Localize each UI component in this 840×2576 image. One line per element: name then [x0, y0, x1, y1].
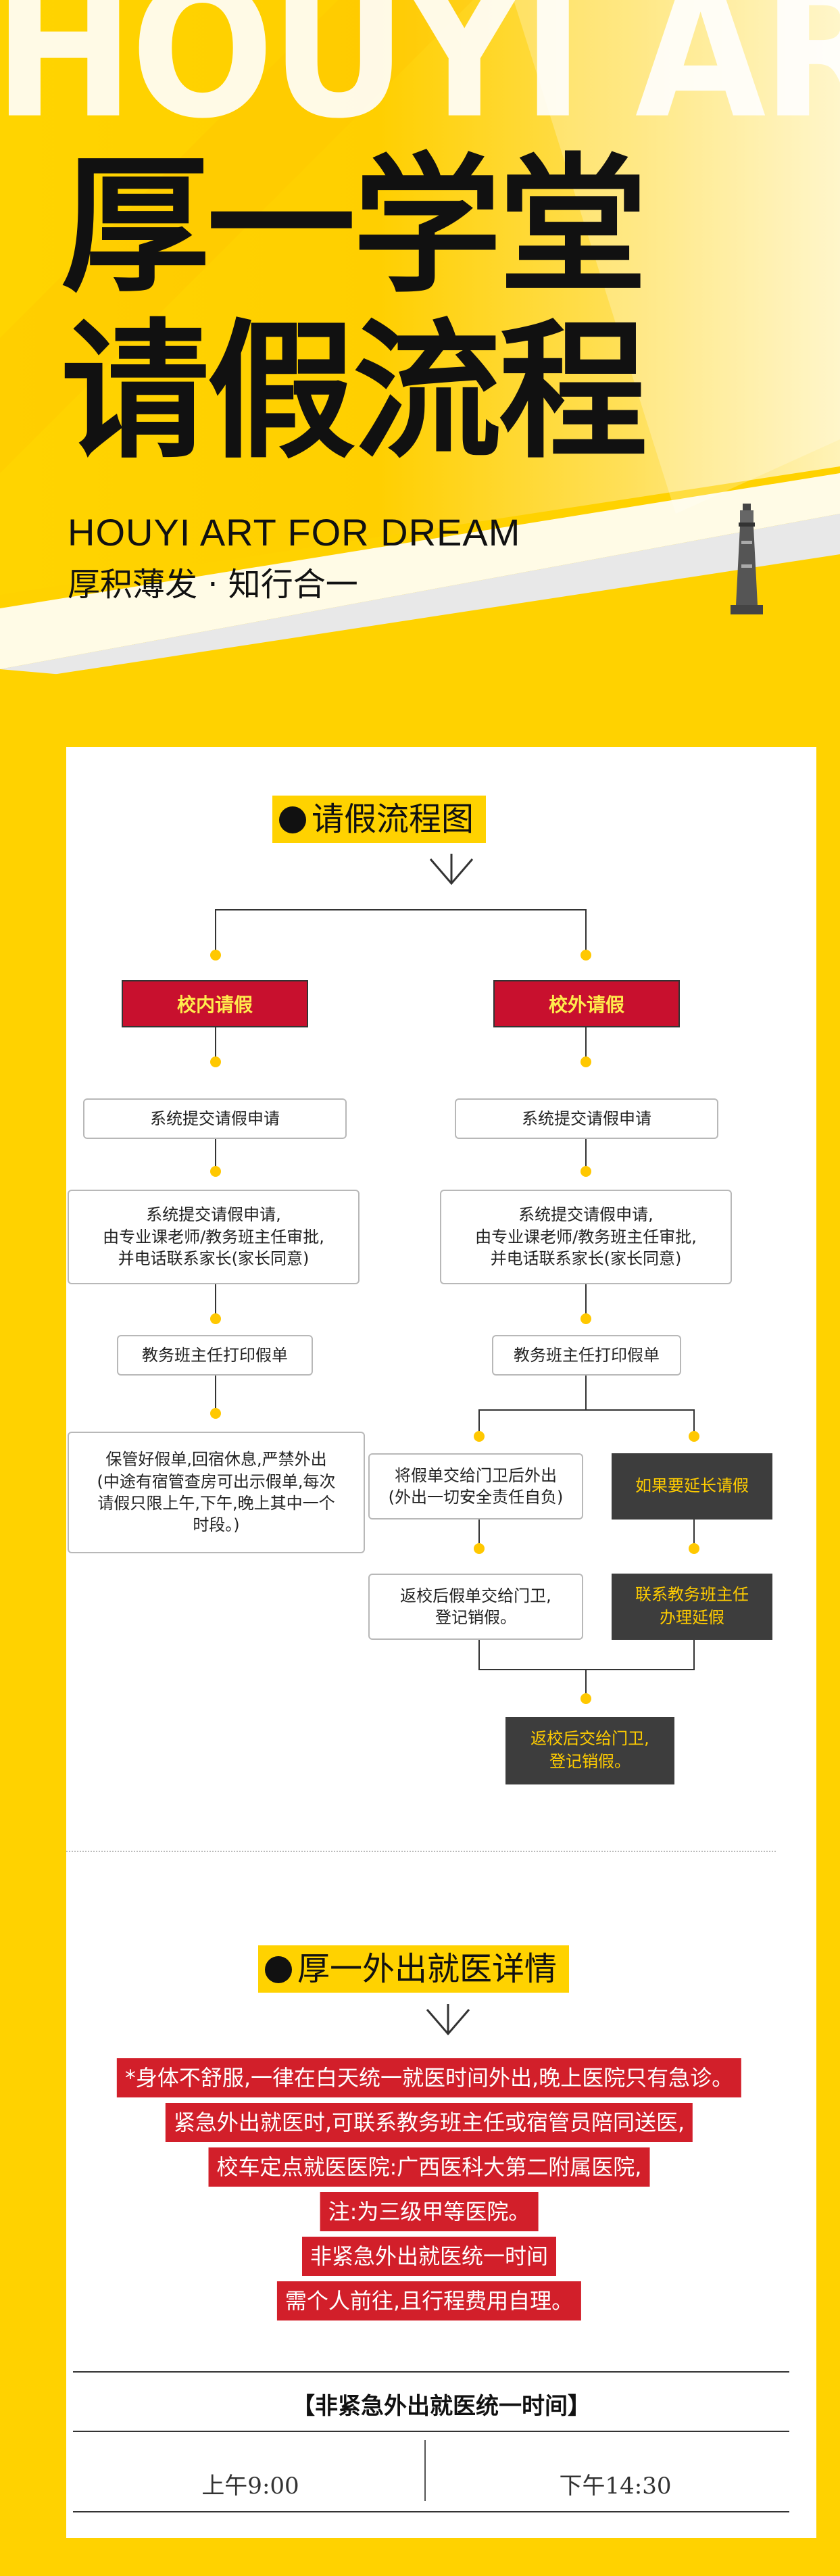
connector [693, 1409, 695, 1436]
connector [215, 909, 587, 910]
section-divider [66, 1851, 776, 1852]
schedule-morning: 上午9:00 [201, 2473, 299, 2500]
schedule-title: 【非紧急外出就医统一时间】 [292, 2393, 591, 2420]
flow-heading-text: 请假流程图 [312, 800, 474, 838]
left-step-approval: 系统提交请假申请, 由专业课老师/教务班主任审批, 并电话联系家长(家长同意) [68, 1190, 360, 1284]
flow-left-title: 校内请假 [122, 980, 308, 1027]
flow-dot [210, 950, 221, 961]
connector [215, 1027, 216, 1065]
chevron-down-icon [426, 2004, 470, 2036]
bullet-dot-icon [279, 806, 306, 833]
connector [478, 1520, 480, 1550]
hero-watermark: HOUYI ART [0, 0, 840, 160]
page-title-line1: 厚一学堂 [61, 140, 647, 313]
table-divider [424, 2440, 426, 2501]
page-title-line2: 请假流程 [61, 306, 647, 479]
right-step-contact: 联系教务班主任 办理延假 [612, 1574, 772, 1640]
connector [478, 1409, 480, 1436]
medical-line: 非紧急外出就医统一时间 [301, 2237, 557, 2276]
lighthouse-icon [731, 504, 763, 614]
flow-dot [210, 1408, 221, 1419]
hero-background-shapes [0, 0, 840, 744]
connector [693, 1520, 695, 1550]
medical-heading-text: 厚一外出就医详情 [297, 1950, 558, 1988]
content-card: 请假流程图 校内请假 校外请假 系统提交请假申请 系统提交请假申请 系统提交请假… [66, 747, 816, 2538]
final-step: 返校后交给门卫, 登记销假。 [505, 1717, 674, 1784]
connector [215, 1376, 216, 1416]
medical-line: *身体不舒服,一律在白天统一就医时间外出,晚上医院只有急诊。 [116, 2058, 742, 2097]
bullet-dot-icon [265, 1956, 292, 1983]
flow-dot [580, 1056, 591, 1067]
right-step-return: 返校后假单交给门卫, 登记销假。 [368, 1574, 583, 1640]
connector [478, 1409, 695, 1411]
flow-dot [474, 1543, 485, 1554]
right-step-approval: 系统提交请假申请, 由专业课老师/教务班主任审批, 并电话联系家长(家长同意) [440, 1190, 732, 1284]
connector [478, 1669, 695, 1670]
flow-dot [580, 1693, 591, 1704]
left-step-print: 教务班主任打印假单 [117, 1335, 313, 1376]
connector [585, 1284, 587, 1321]
table-rule [73, 2371, 789, 2373]
left-step-submit: 系统提交请假申请 [83, 1098, 347, 1139]
right-step-print: 教务班主任打印假单 [492, 1335, 681, 1376]
flow-dot [580, 1313, 591, 1324]
medical-line: 校车定点就医医院:广西医科大第二附属医院, [208, 2147, 650, 2187]
connector [585, 909, 587, 955]
medical-line: 需个人前往,且行程费用自理。 [276, 2281, 582, 2320]
flow-dot [689, 1543, 699, 1554]
left-step-rest: 保管好假单,回宿休息,严禁外出 (中途有宿管查房可出示假单,每次 请假只限上午,… [68, 1432, 365, 1553]
connector [478, 1640, 480, 1670]
connector [585, 1376, 587, 1409]
connector [215, 1139, 216, 1173]
connector [693, 1640, 695, 1670]
flow-dot [210, 1313, 221, 1324]
connector [585, 1139, 587, 1173]
schedule-afternoon: 下午14:30 [559, 2473, 672, 2500]
chevron-down-icon [429, 854, 474, 885]
flow-right-title: 校外请假 [493, 980, 680, 1027]
table-rule [73, 2431, 789, 2432]
flow-dot [210, 1166, 221, 1177]
flow-dot [580, 1166, 591, 1177]
subtitle-english: HOUYI ART FOR DREAM [68, 511, 521, 554]
hero-banner: HOUYI ART 厚一学堂 请假流程 HOUYI ART FOR DREAM … [0, 0, 840, 744]
connector [215, 909, 216, 955]
flow-dot [580, 950, 591, 961]
subtitle-chinese: 厚积薄发 · 知行合一 [68, 566, 358, 604]
flow-dot [474, 1431, 485, 1442]
right-step-extend: 如果要延长请假 [612, 1453, 772, 1520]
connector [585, 1669, 587, 1699]
right-step-gate-out: 将假单交给门卫后外出 (外出一切安全责任自负) [368, 1453, 583, 1520]
flow-dot [210, 1056, 221, 1067]
flow-dot [689, 1431, 699, 1442]
connector [585, 1027, 587, 1065]
medical-heading: 厚一外出就医详情 [258, 1945, 570, 1993]
medical-line: 紧急外出就医时,可联系教务班主任或宿管员陪同送医, [165, 2103, 693, 2142]
connector [215, 1284, 216, 1321]
flow-heading: 请假流程图 [272, 796, 487, 843]
table-rule [73, 2511, 789, 2512]
medical-line: 注:为三级甲等医院。 [320, 2192, 539, 2231]
right-step-submit: 系统提交请假申请 [455, 1098, 718, 1139]
